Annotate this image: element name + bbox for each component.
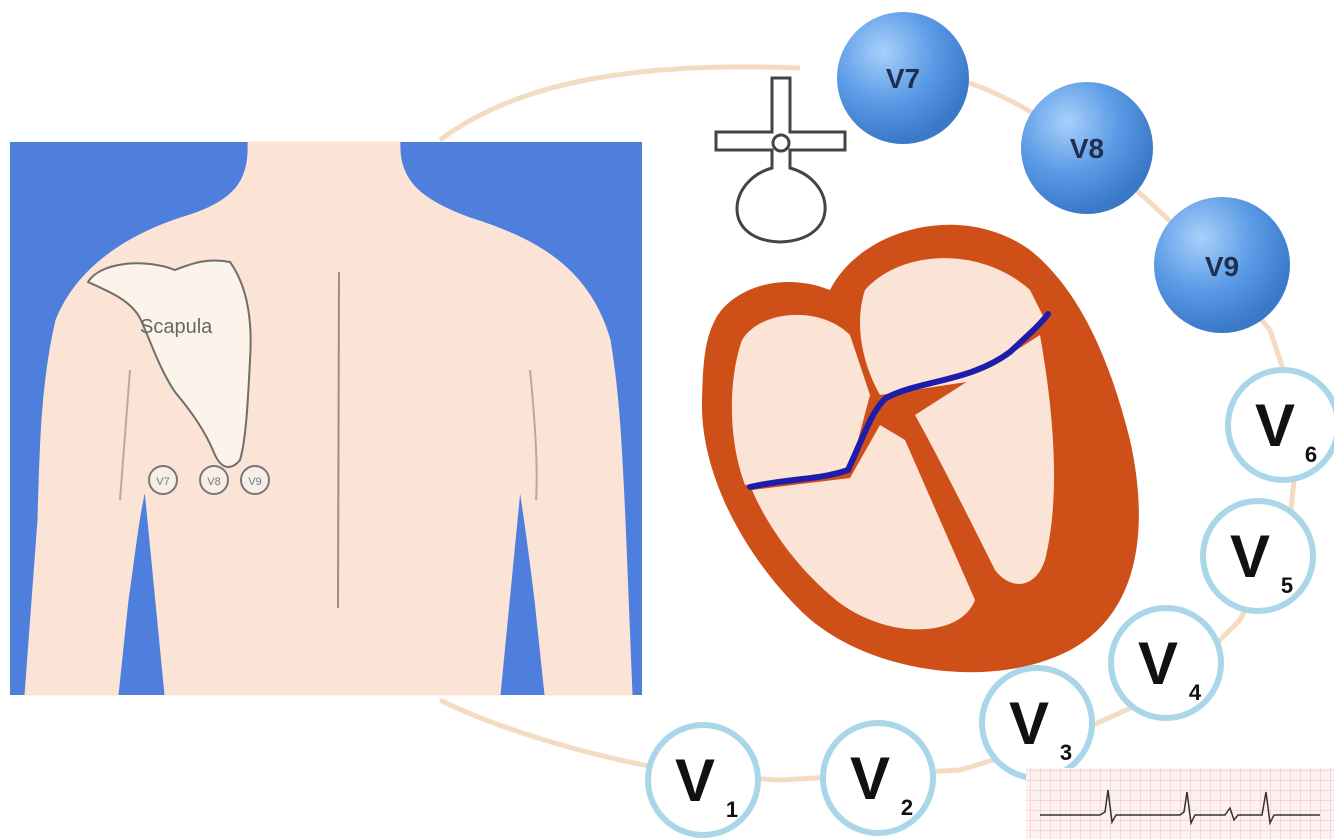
ecg-strip (1026, 768, 1334, 839)
back-electrode-v9-label: V9 (248, 476, 261, 488)
lead-v5: V 5 (1203, 501, 1313, 611)
lead-v9-label: V7 (886, 63, 920, 94)
lead-v2-subscript: 2 (901, 795, 913, 820)
lead-v7: V9 (1154, 197, 1290, 333)
lead-v2-letter: V (850, 745, 890, 812)
lead-v4-subscript: 4 (1189, 680, 1202, 705)
back-view-panel: Scapula V7 V8 V9 (10, 142, 642, 695)
scapula-label: Scapula (140, 316, 213, 338)
spine-line (338, 272, 339, 608)
back-electrode-v9: V9 (241, 466, 269, 494)
lead-v3-subscript: 3 (1060, 740, 1072, 765)
lead-v2: V 2 (823, 723, 933, 833)
lead-v5-subscript: 5 (1281, 573, 1293, 598)
lead-v1-letter: V (675, 747, 715, 814)
lead-v4: V 4 (1111, 608, 1221, 718)
lead-v6: V 6 (1228, 370, 1334, 480)
back-electrode-v8: V8 (200, 466, 228, 494)
lead-v8-label: V8 (1070, 133, 1104, 164)
lead-v3: V 3 (982, 668, 1092, 778)
back-electrode-v8-label: V8 (207, 476, 220, 488)
lead-v1-subscript: 1 (726, 797, 738, 822)
lead-v7-label: V9 (1205, 251, 1239, 282)
lead-v6-subscript: 6 (1305, 442, 1317, 467)
lead-v8: V8 (1021, 82, 1153, 214)
back-electrode-v7: V7 (149, 466, 177, 494)
ecg-strip-grid (1026, 768, 1334, 839)
lead-v1: V 1 (648, 725, 758, 835)
right-atrium (732, 315, 870, 485)
vertebra-icon (716, 78, 845, 242)
heart-diagram (702, 225, 1139, 672)
lead-v4-letter: V (1138, 630, 1178, 697)
lead-v9: V7 (837, 12, 969, 144)
lead-v3-letter: V (1009, 690, 1049, 757)
lead-v5-letter: V (1230, 523, 1270, 590)
lead-v6-letter: V (1255, 392, 1295, 459)
back-electrode-v7-label: V7 (156, 476, 169, 488)
